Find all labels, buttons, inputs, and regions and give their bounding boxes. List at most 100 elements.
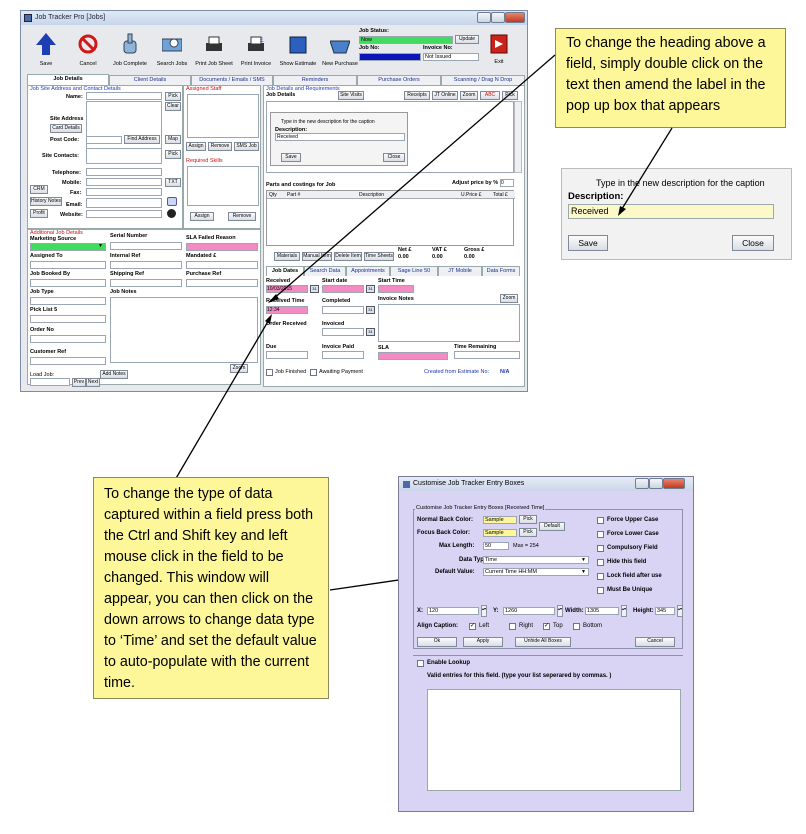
pick-list-field[interactable] bbox=[30, 315, 106, 323]
invoice-notes-zoom-button[interactable]: Zoom bbox=[500, 294, 518, 303]
exit-button[interactable]: Exit bbox=[483, 29, 515, 69]
post-code-field[interactable] bbox=[86, 136, 122, 144]
globe-icon[interactable] bbox=[167, 209, 176, 218]
job-notes-field[interactable] bbox=[110, 297, 258, 363]
y-field[interactable]: 1260 bbox=[503, 607, 555, 615]
notes-zoom-button[interactable]: Zoom bbox=[230, 364, 248, 373]
site-contacts-pick-button[interactable]: Pick bbox=[165, 150, 181, 159]
close-button[interactable] bbox=[505, 12, 525, 23]
cancel-button[interactable]: Cancel bbox=[69, 27, 107, 71]
history-notes-button[interactable]: History Notes bbox=[30, 197, 62, 206]
save-caption-button[interactable]: Save bbox=[568, 235, 608, 251]
start-date-field[interactable] bbox=[322, 285, 364, 293]
compulsory-field-checkbox[interactable] bbox=[597, 545, 604, 552]
mandated-field[interactable] bbox=[186, 261, 258, 269]
email-icon[interactable] bbox=[167, 197, 177, 206]
default-button[interactable]: Default bbox=[539, 522, 565, 531]
requirements-scrollbar[interactable] bbox=[514, 101, 522, 173]
align-top-checkbox[interactable]: ✓ bbox=[543, 623, 550, 630]
received-field[interactable]: 10/03/2015 bbox=[266, 285, 308, 293]
x-field[interactable]: 120 bbox=[427, 607, 479, 615]
txt-button[interactable]: TXT bbox=[165, 178, 181, 187]
remove-skill-button[interactable]: Remove bbox=[228, 212, 256, 221]
sla-field[interactable] bbox=[378, 352, 448, 360]
maximize-button[interactable] bbox=[491, 12, 505, 23]
zoom-button[interactable]: Zoom bbox=[460, 91, 478, 100]
delete-item-button[interactable]: Delete Item bbox=[334, 252, 362, 261]
sla-failed-reason-field[interactable] bbox=[186, 243, 258, 251]
apply-button[interactable]: Apply bbox=[463, 637, 503, 647]
new-purchase-button[interactable]: New Purchase bbox=[321, 27, 359, 71]
job-no-field[interactable] bbox=[359, 53, 421, 61]
tab-scanning[interactable]: Scanning / Drag N Drop bbox=[441, 75, 525, 85]
remove-staff-button[interactable]: Remove bbox=[208, 142, 232, 151]
receipts-button[interactable]: Receipts bbox=[404, 91, 430, 100]
align-left-checkbox[interactable]: ✓ bbox=[469, 623, 476, 630]
force-lower-case-checkbox[interactable] bbox=[597, 531, 604, 538]
job-complete-button[interactable]: Job Complete bbox=[111, 27, 149, 71]
awaiting-payment-checkbox[interactable] bbox=[310, 369, 317, 376]
height-spinner[interactable]: ▴▾ bbox=[677, 605, 683, 617]
unhide-all-boxes-button[interactable]: Unhide All Boxes bbox=[515, 637, 571, 647]
sms-job-button[interactable]: SMS Job bbox=[234, 142, 259, 151]
jt-online-button[interactable]: JT Online bbox=[432, 91, 458, 100]
ok-button[interactable]: Ok bbox=[417, 637, 457, 647]
calendar-icon[interactable]: 31 bbox=[366, 285, 375, 293]
load-job-field[interactable] bbox=[30, 378, 70, 386]
fax-field[interactable] bbox=[86, 188, 162, 196]
invoice-notes-field[interactable] bbox=[378, 304, 520, 342]
required-skills-list[interactable] bbox=[187, 166, 259, 206]
y-spinner[interactable]: ▴▾ bbox=[557, 605, 563, 617]
max-length-field[interactable]: 50 bbox=[483, 542, 509, 550]
card-details-button[interactable]: Card Details bbox=[50, 124, 82, 133]
enable-lookup-checkbox[interactable] bbox=[417, 660, 424, 667]
hide-field-checkbox[interactable] bbox=[597, 559, 604, 566]
calendar-icon[interactable]: 31 bbox=[366, 328, 375, 336]
align-right-checkbox[interactable] bbox=[509, 623, 516, 630]
tab-sage[interactable]: Sage Line 50 bbox=[390, 266, 438, 276]
cancel-button[interactable]: Cancel bbox=[635, 637, 675, 647]
internal-ref-field[interactable] bbox=[110, 261, 182, 269]
email-field[interactable] bbox=[86, 198, 162, 208]
mobile-field[interactable] bbox=[86, 178, 162, 186]
default-value-select[interactable]: Current Time HH:MM bbox=[483, 568, 589, 576]
assigned-to-field[interactable] bbox=[30, 261, 106, 269]
marketing-source-field[interactable] bbox=[30, 243, 106, 251]
print-invoice-button[interactable]: £Print Invoice bbox=[237, 27, 275, 71]
valid-entries-textarea[interactable] bbox=[427, 689, 681, 791]
site-contacts-field[interactable] bbox=[86, 148, 162, 164]
x-spinner[interactable]: ▴▾ bbox=[481, 605, 487, 617]
show-estimate-button[interactable]: Show Estimate bbox=[279, 27, 317, 71]
tab-documents[interactable]: Documents / Emails / SMS bbox=[191, 75, 273, 85]
normal-back-pick-button[interactable]: Pick bbox=[519, 515, 537, 524]
tab-client-details[interactable]: Client Details bbox=[109, 75, 191, 85]
must-be-unique-checkbox[interactable] bbox=[597, 587, 604, 594]
manual-item-button[interactable]: Manual Item bbox=[302, 252, 332, 261]
job-type-field[interactable] bbox=[30, 297, 106, 305]
crm-button[interactable]: CRM bbox=[30, 185, 48, 194]
calendar-icon[interactable]: 31 bbox=[310, 285, 319, 293]
assigned-staff-list[interactable] bbox=[187, 94, 259, 138]
calendar-icon[interactable]: 31 bbox=[366, 306, 375, 314]
profit-button[interactable]: Profit bbox=[30, 209, 48, 218]
description-field[interactable]: Received bbox=[568, 204, 774, 219]
close-caption-button-small[interactable]: Close bbox=[383, 153, 405, 162]
tab-purchase-orders[interactable]: Purchase Orders bbox=[357, 75, 441, 85]
tab-jt-mobile[interactable]: JT Mobile bbox=[438, 266, 482, 276]
chevron-down-icon[interactable]: ▼ bbox=[581, 557, 586, 563]
chevron-down-icon[interactable]: ▼ bbox=[581, 569, 586, 575]
width-field[interactable]: 1305 bbox=[585, 607, 619, 615]
spellcheck-button[interactable]: ABC bbox=[480, 91, 500, 100]
description-field-small[interactable]: Received bbox=[275, 133, 405, 141]
search-jobs-button[interactable]: Search Jobs bbox=[153, 27, 191, 71]
materials-button[interactable]: Materials bbox=[274, 252, 300, 261]
save-caption-button-small[interactable]: Save bbox=[281, 153, 301, 162]
clear-button[interactable]: Clear bbox=[165, 102, 181, 111]
job-finished-checkbox[interactable] bbox=[266, 369, 273, 376]
chevron-down-icon[interactable]: ▼ bbox=[98, 243, 103, 249]
prev-button[interactable]: Prev bbox=[72, 378, 86, 387]
invoiced-field[interactable] bbox=[322, 328, 364, 336]
order-no-field[interactable] bbox=[30, 335, 106, 343]
close-button[interactable] bbox=[663, 478, 685, 489]
assign-skill-button[interactable]: Assign bbox=[190, 212, 214, 221]
